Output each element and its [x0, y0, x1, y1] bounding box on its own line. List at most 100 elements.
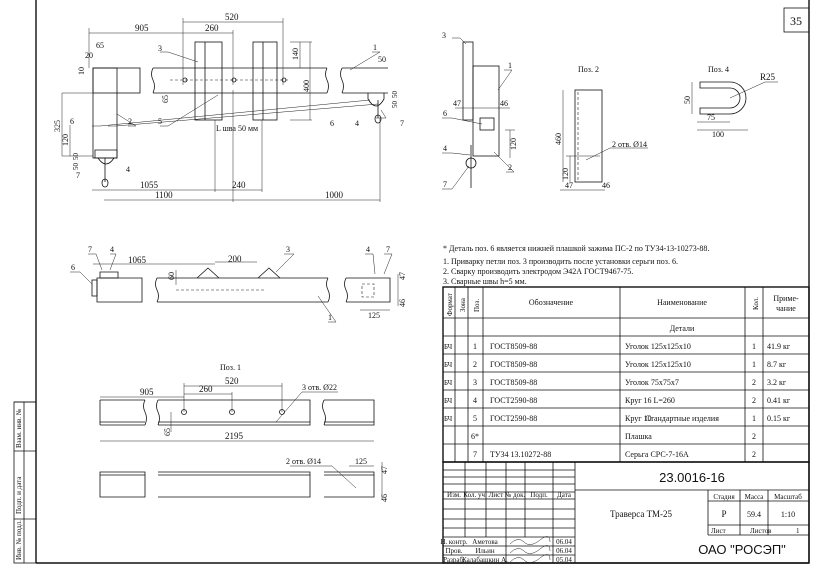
- signature: [509, 536, 551, 545]
- pos2-label: Поз. 2: [578, 65, 599, 74]
- pos2-holes: 2 отв. Ø14: [612, 140, 647, 149]
- row-qty: 2: [752, 378, 756, 387]
- plan-dim-125: 125: [368, 311, 380, 320]
- dim-65: 65: [96, 41, 104, 50]
- row-note: 0.41 кг: [767, 396, 791, 405]
- plan-dim-60: 60: [167, 272, 176, 280]
- dim-520: 520: [225, 12, 239, 22]
- mass-label: Масса: [745, 493, 765, 501]
- plan-callout-4: 4: [110, 245, 114, 254]
- row-qty: 2: [752, 396, 756, 405]
- plan-dim-1065: 1065: [128, 255, 147, 265]
- note-1: 1. Приварку петли поз. 3 производить пос…: [443, 257, 678, 266]
- pos1-holes-22: 3 отв. Ø22: [302, 383, 337, 392]
- plan-dim-46: 46: [398, 299, 407, 307]
- dim-20: 20: [85, 51, 93, 60]
- dim-325: 325: [53, 120, 62, 132]
- side-view: 3 1 6 4 2 7 47 46 120: [442, 31, 518, 190]
- note-footnote: * Деталь поз. 6 является нижней плашкой …: [443, 244, 709, 253]
- pos1-dim-520: 520: [225, 376, 239, 386]
- pos4-label: Поз. 4: [708, 65, 729, 74]
- dim-240: 240: [232, 180, 246, 190]
- dim-1000: 1000: [325, 190, 344, 200]
- row-pos: 6*: [471, 432, 479, 441]
- role-label: Пров.: [445, 547, 462, 555]
- role-label: Разраб.: [443, 556, 465, 564]
- stamp-sign-date: Подп. и дата: [15, 476, 23, 514]
- title-col-header: Лист: [489, 491, 504, 499]
- pos4-dim-50: 50: [683, 96, 692, 104]
- sheets-value: 1: [796, 527, 800, 535]
- callout-6: 6: [70, 117, 74, 126]
- pos1-view: Поз. 1 905 520 260 65 2195 3 отв. Ø22 2 …: [99, 363, 389, 502]
- stage-label: Стадия: [713, 493, 735, 501]
- dim-120: 120: [61, 134, 70, 146]
- scale-value: 1:10: [781, 510, 795, 519]
- pos1-dim-65: 65: [163, 428, 172, 436]
- dim-140: 140: [291, 48, 300, 60]
- row-format: БЧ: [444, 397, 453, 405]
- pos2-view: Поз. 2 460 120 47 46 2 отв. Ø14: [554, 65, 648, 191]
- dim-50b: 50: [72, 163, 80, 171]
- section-details: Детали: [670, 324, 695, 333]
- note-3: 3. Сварные швы h=5 мм.: [443, 277, 527, 286]
- pos4-dim-100: 100: [712, 130, 724, 139]
- row-note: 41.9 кг: [767, 342, 791, 351]
- row-qty: 1: [752, 342, 756, 351]
- pos2-dim-460: 460: [554, 133, 563, 145]
- pos1-dim-47: 47: [380, 466, 389, 474]
- row-note: 0.15 кг: [767, 414, 791, 423]
- title-block: 23.0016-16 Траверса ТМ-25 ОАО "РОСЭП" Ст…: [440, 461, 810, 564]
- page-number: 35: [790, 14, 802, 28]
- callout-5: 5: [158, 117, 162, 126]
- pos4-dim-75: 75: [707, 113, 715, 122]
- callout-4b: 4: [355, 119, 359, 128]
- callout-3: 3: [158, 44, 162, 53]
- dim-905: 905: [135, 23, 149, 33]
- row-format: БЧ: [444, 415, 453, 423]
- side-callout-1: 1: [508, 61, 512, 70]
- title-col-header: Кол. уч.: [463, 491, 487, 499]
- title-col-header: Изм.: [447, 491, 461, 499]
- row-pos: 3: [473, 378, 477, 387]
- row-pos: 2: [473, 360, 477, 369]
- plan-view: 1065 200 60 47 125 46 7 4 6 3 1 4 7: [70, 245, 407, 323]
- pos4-view: Поз. 4 R25 50 75 100: [683, 65, 778, 139]
- stage-value: Р: [721, 509, 726, 519]
- dim-65b: 65: [161, 95, 170, 103]
- person-name: Калабашкин А.: [462, 556, 508, 564]
- callout-7: 7: [76, 171, 80, 180]
- sign-date: 06.04: [556, 547, 572, 555]
- row-pos: 1: [473, 342, 477, 351]
- col-pos: Поз.: [473, 299, 481, 312]
- plan-dim-200: 200: [228, 254, 242, 264]
- side-dim-46: 46: [500, 99, 508, 108]
- person-name: Аметова: [472, 538, 498, 546]
- pos1-holes-14: 2 отв. Ø14: [286, 457, 321, 466]
- stamp-inv-orig: Инв. № подл.: [15, 520, 23, 560]
- title-col-header: Дата: [557, 491, 572, 499]
- side-callout-7: 7: [443, 180, 447, 189]
- side-dim-120: 120: [509, 138, 518, 150]
- main-view: 905 520 260 65 20 10 140 400 325 120 50 …: [53, 12, 404, 202]
- title-col-header: № док.: [505, 491, 526, 499]
- row-name: Уголок 75x75x7: [625, 378, 679, 387]
- sheet-label: Лист: [711, 527, 726, 535]
- signature: [509, 545, 551, 554]
- row-pos: 4: [473, 396, 477, 405]
- plan-callout-7: 7: [88, 245, 92, 254]
- callout-6b: 6: [330, 119, 334, 128]
- row-name: Уголок 125x125x10: [625, 360, 691, 369]
- col-zone: Зона: [459, 297, 467, 312]
- callout-1: 1: [373, 43, 377, 52]
- title-col-header: Подп.: [530, 491, 548, 499]
- row-qty: 2: [752, 432, 756, 441]
- note-2: 2. Сварку производить электродом Э42А ГО…: [443, 267, 633, 276]
- side-callout-6: 6: [443, 109, 447, 118]
- plan-dim-47: 47: [398, 272, 407, 280]
- row-qty: 2: [752, 450, 756, 459]
- row-pos: 5: [473, 414, 477, 423]
- row-note: 8.7 кг: [767, 360, 787, 369]
- sheets-label: Листов: [750, 527, 772, 535]
